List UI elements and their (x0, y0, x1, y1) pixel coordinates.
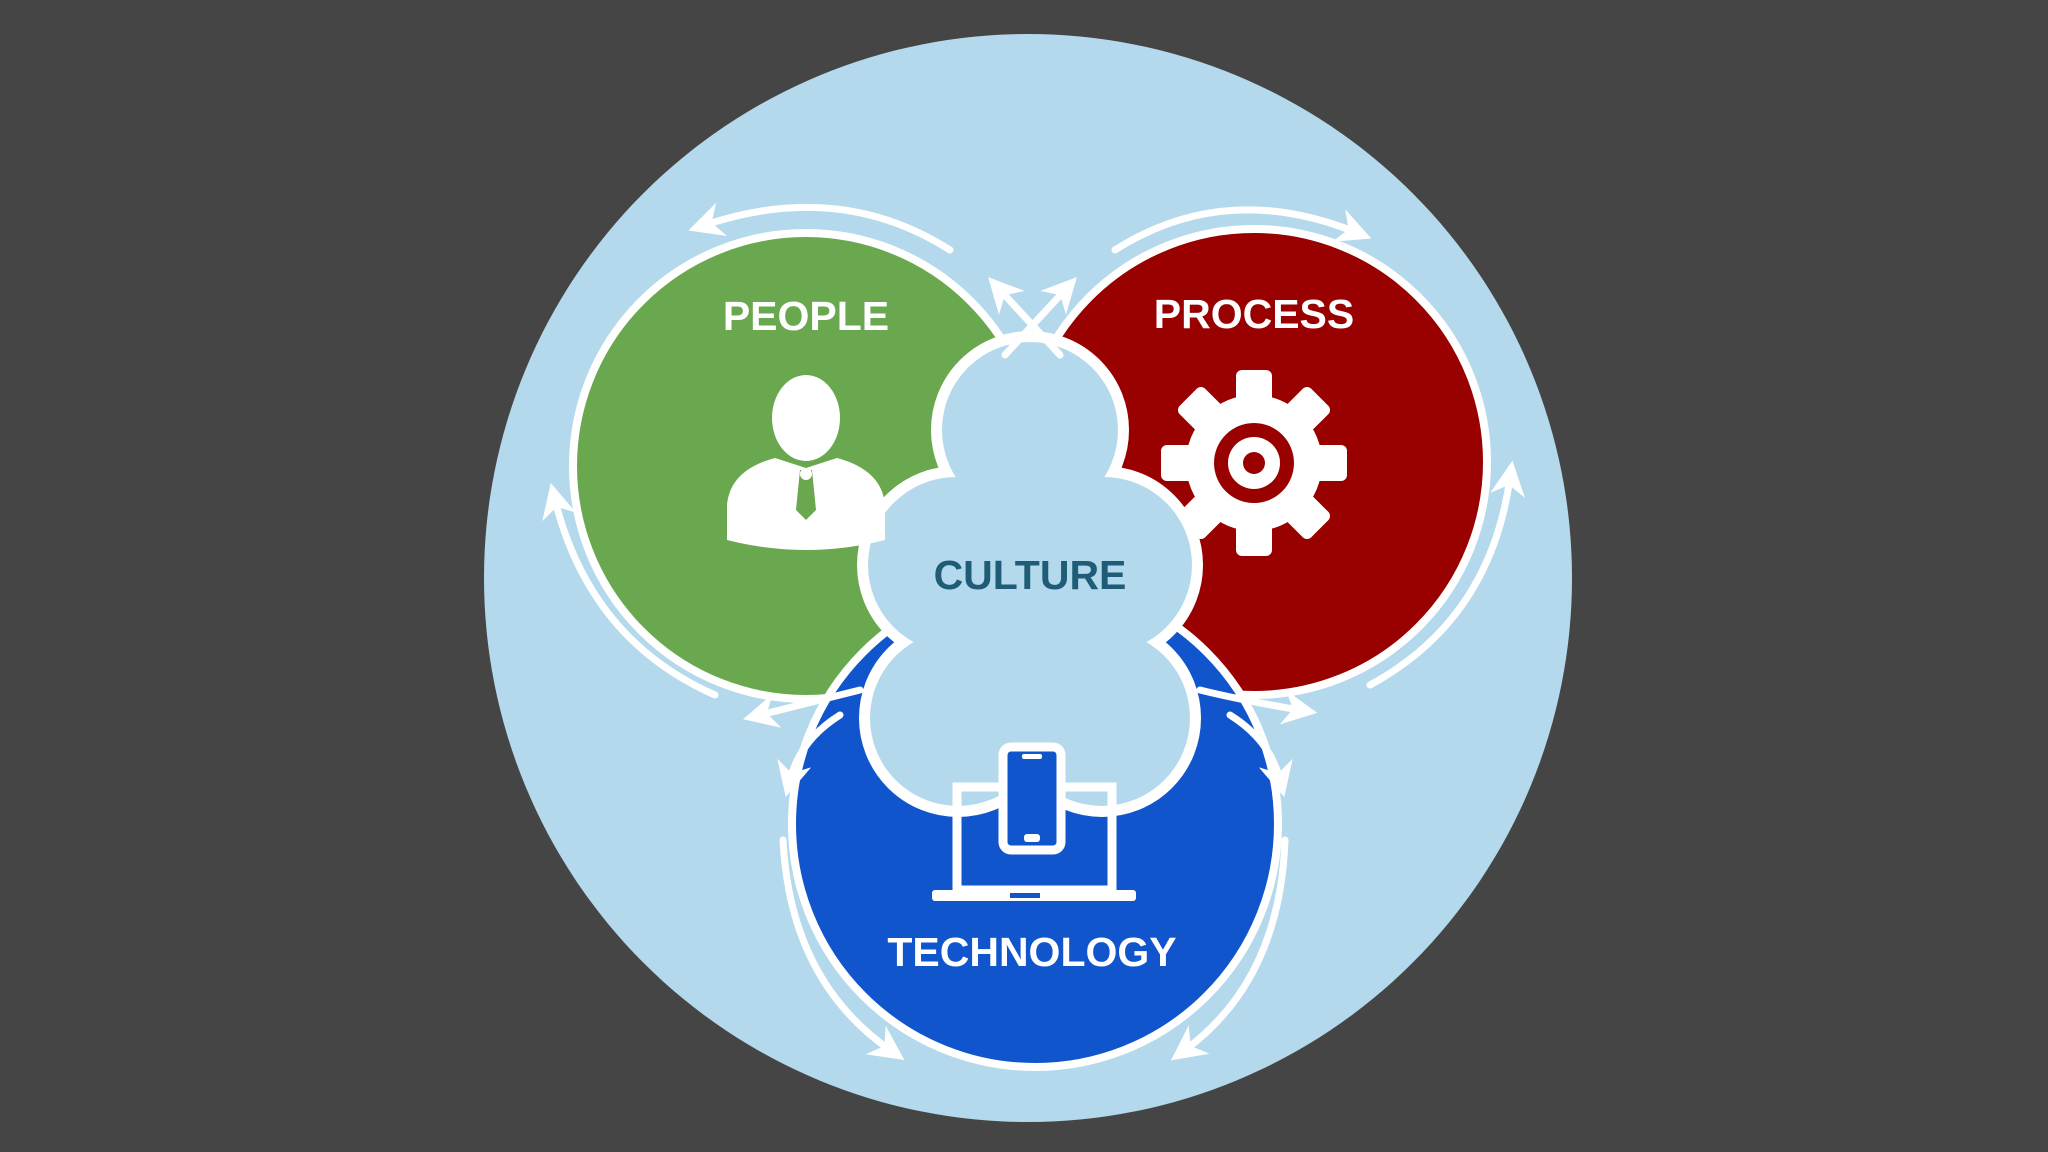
arrow-top-left (688, 202, 954, 254)
gear-icon (1161, 370, 1347, 556)
arrow-bottom-left (779, 836, 905, 1061)
people-label: PEOPLE (723, 293, 889, 339)
culture-shape (857, 331, 1203, 817)
arrow-right (1366, 460, 1525, 689)
arrow-left (542, 483, 719, 699)
arrow-low-right (1226, 711, 1293, 797)
arrow-low-left (777, 711, 844, 797)
technology-label: TECHNOLOGY (887, 929, 1176, 975)
arrow-bottom-right (1170, 836, 1289, 1061)
person-icon (727, 375, 885, 550)
arrow-top-right (1111, 206, 1372, 254)
cycle-arrows (542, 202, 1525, 1061)
process-label: PROCESS (1154, 291, 1355, 337)
culture-label: CULTURE (934, 552, 1127, 598)
arrow-mid-left (743, 686, 864, 728)
devices-icon (932, 742, 1136, 901)
arrow-x-a (988, 277, 1064, 359)
arrow-mid-right (1196, 686, 1318, 725)
arrow-x-b (1001, 277, 1077, 359)
